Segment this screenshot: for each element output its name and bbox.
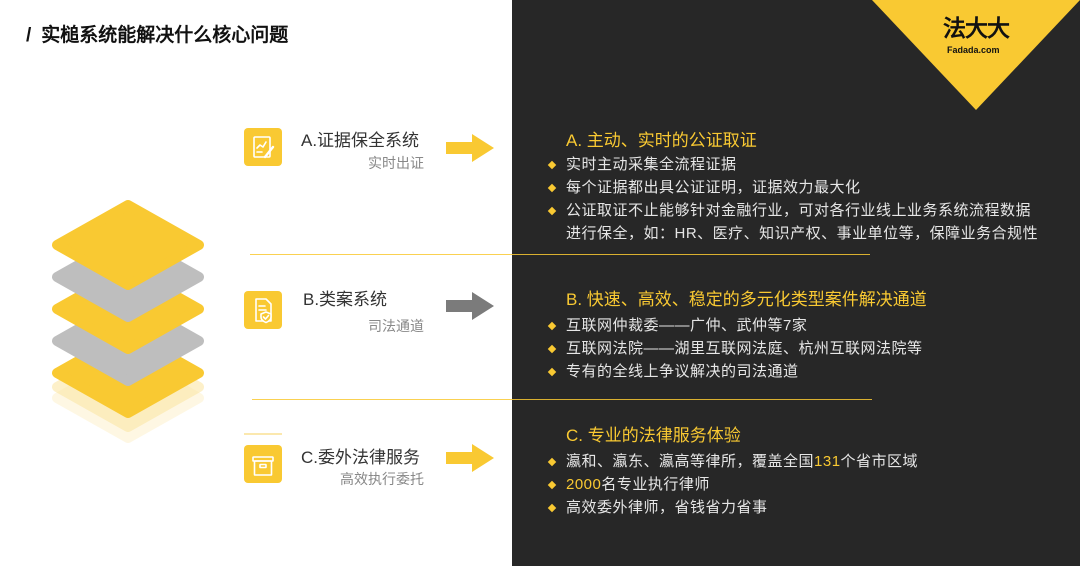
evidence-document-pen-icon xyxy=(244,128,282,166)
section-a-bullet-list: 实时主动采集全流程证据 每个证据都出具公证证明，证据效力最大化 公证取证不止能够… xyxy=(548,153,1040,245)
list-item: 高效委外律师，省钱省力省事 xyxy=(548,496,1040,519)
bullet-diamond-icon xyxy=(548,480,556,488)
section-b-bullet-list: 互联网仲裁委——广仲、武仲等7家 互联网法院——湖里互联网法庭、杭州互联网法院等… xyxy=(548,314,1040,383)
page-title: / 实槌系统能解决什么核心问题 xyxy=(26,24,288,48)
icon-accent-line xyxy=(244,433,282,435)
list-item: 互联网仲裁委——广仲、武仲等7家 xyxy=(548,314,1040,337)
highlight-number: 2000 xyxy=(566,476,601,493)
system-c-label: C.委外法律服务 xyxy=(301,448,420,468)
system-b-label: B.类案系统 xyxy=(303,290,387,310)
section-b-heading: B. 快速、高效、稳定的多元化类型案件解决通道 xyxy=(566,289,927,311)
list-item: 瀛和、瀛东、瀛高等律所，覆盖全国131个省市区域 xyxy=(548,450,1040,473)
list-item: 2000名专业执行律师 xyxy=(548,473,1040,496)
bullet-diamond-icon xyxy=(548,344,556,352)
list-item: 公证取证不止能够针对金融行业，可对各行业线上业务系统流程数据进行保全，如：HR、… xyxy=(548,199,1040,245)
system-a-label: A.证据保全系统 xyxy=(301,131,419,151)
title-slash: / xyxy=(26,25,31,46)
bullet-diamond-icon xyxy=(548,457,556,465)
section-c-bullet-list: 瀛和、瀛东、瀛高等律所，覆盖全国131个省市区域 2000名专业执行律师 高效委… xyxy=(548,450,1040,519)
arrow-right-icon xyxy=(446,133,494,163)
section-divider xyxy=(252,399,872,400)
list-item: 专有的全线上争议解决的司法通道 xyxy=(548,360,1040,383)
brand-domain: Fadada.com xyxy=(947,45,1000,56)
brand-logo: 法大大 xyxy=(943,14,1009,42)
arrow-right-icon xyxy=(446,443,494,473)
bullet-diamond-icon xyxy=(548,183,556,191)
bullet-diamond-icon xyxy=(548,206,556,214)
service-box-icon xyxy=(244,445,282,483)
bullet-diamond-icon xyxy=(548,160,556,168)
section-c-heading: C. 专业的法律服务体验 xyxy=(566,425,741,447)
document-shield-icon xyxy=(244,291,282,329)
list-item: 实时主动采集全流程证据 xyxy=(548,153,1040,176)
title-text: 实槌系统能解决什么核心问题 xyxy=(41,25,288,46)
bullet-diamond-icon xyxy=(548,367,556,375)
system-a-sublabel: 实时出证 xyxy=(300,155,424,171)
stacked-layers-graphic xyxy=(40,190,220,445)
system-b-sublabel: 司法通道 xyxy=(300,318,424,334)
arrow-right-icon xyxy=(446,291,494,321)
system-c-sublabel: 高效执行委托 xyxy=(300,471,424,487)
bullet-diamond-icon xyxy=(548,503,556,511)
highlight-number: 131 xyxy=(814,453,841,470)
section-a-heading: A. 主动、实时的公证取证 xyxy=(566,130,757,152)
list-item: 每个证据都出具公证证明，证据效力最大化 xyxy=(548,176,1040,199)
list-item: 互联网法院——湖里互联网法庭、杭州互联网法院等 xyxy=(548,337,1040,360)
section-divider xyxy=(250,254,870,255)
bullet-diamond-icon xyxy=(548,321,556,329)
